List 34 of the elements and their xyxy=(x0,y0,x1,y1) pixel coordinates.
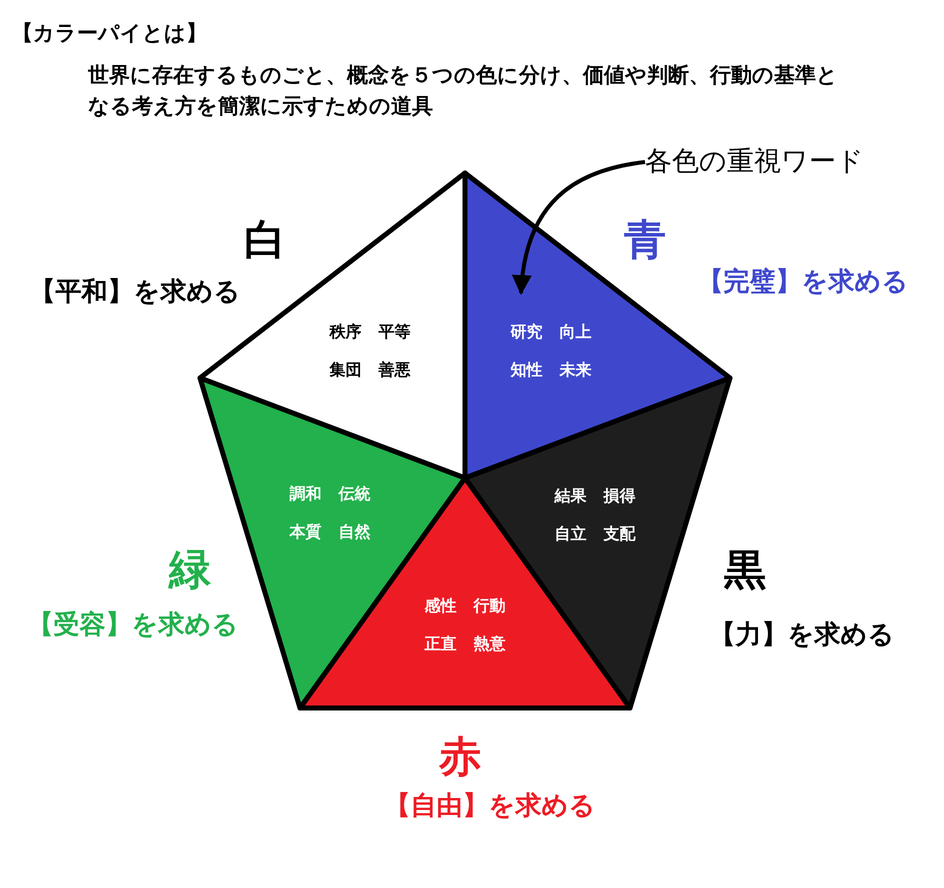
value-label: 【受容】を求める xyxy=(28,609,238,641)
caption: 世界に存在するものごと、概念を５つの色に分け、価値や判断、行動の基準となる考え方を簡潔に示すための道具 xyxy=(88,62,839,120)
keyword-label: 本質 xyxy=(290,521,322,543)
keyword-label: 感性 xyxy=(424,595,456,617)
leader-arrow xyxy=(512,160,646,295)
keyword-label: 調和 xyxy=(290,483,322,505)
color-name: 白 xyxy=(244,216,286,264)
keyword-label: 向上 xyxy=(560,321,592,343)
keyword-label: 支配 xyxy=(604,523,636,545)
color-name: 緑 xyxy=(169,546,211,594)
keyword-label: 平等 xyxy=(378,321,410,343)
keyword-label: 熱意 xyxy=(474,633,506,655)
keyword-label: 正直 xyxy=(424,633,456,655)
keyword-label: 知性 xyxy=(510,359,542,381)
keyword-label: 自然 xyxy=(338,521,370,543)
keyword-label: 損得 xyxy=(604,485,636,507)
keyword-label: 未来 xyxy=(560,359,592,381)
keyword-label: 秩序 xyxy=(330,321,362,343)
keyword-label: 伝統 xyxy=(338,483,370,505)
color-name: 青 xyxy=(624,216,666,264)
color-name: 黒 xyxy=(724,546,766,594)
keyword-label: 結果 xyxy=(554,485,586,507)
color-name: 赤 xyxy=(439,733,481,781)
callout-text: 各色の重視ワード xyxy=(645,143,910,181)
value-label: 【完璧】を求める xyxy=(698,266,908,298)
keyword-label: 研究 xyxy=(510,321,542,343)
value-label: 【平和】を求める xyxy=(30,276,240,308)
keyword-label: 自立 xyxy=(554,523,586,545)
keyword-label: 善悪 xyxy=(378,359,410,381)
title: 【カラーパイとは】 xyxy=(12,20,207,47)
keyword-label: 集団 xyxy=(330,359,362,381)
keyword-label: 行動 xyxy=(474,595,506,617)
value-label: 【自由】を求める xyxy=(384,790,596,822)
value-label: 【力】を求める xyxy=(710,619,894,651)
